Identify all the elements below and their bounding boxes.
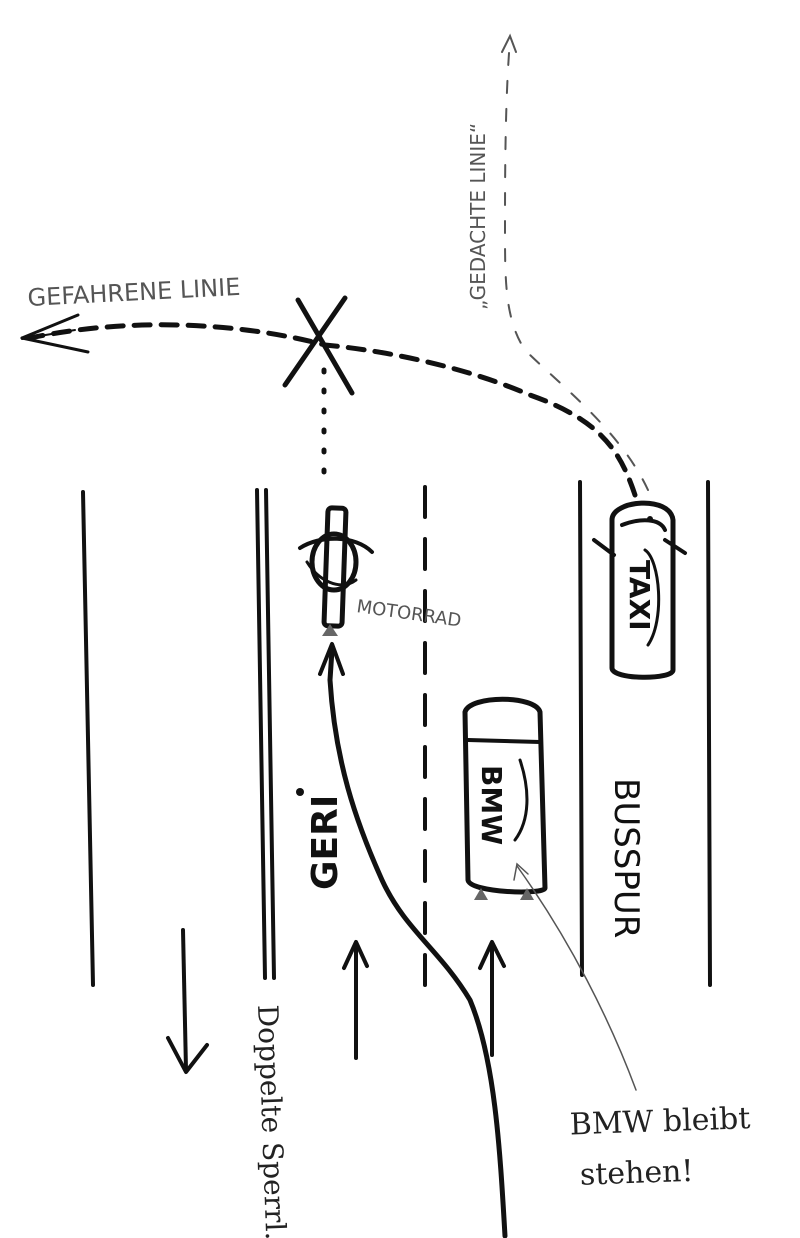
- double-line-left: [255, 488, 267, 980]
- down-arrow: [166, 928, 209, 1074]
- bus-lane-line: [578, 480, 584, 977]
- bmw-note-pointer: [516, 865, 637, 1091]
- geri-path: [318, 642, 508, 1238]
- up-arrow-right-lane: [478, 940, 506, 1057]
- double-line-right: [264, 488, 276, 980]
- bmw-vehicle: [462, 696, 548, 900]
- imagined-line-curve: [504, 39, 649, 491]
- geri-path-arrowhead: [318, 642, 345, 676]
- direction-arrows: [166, 928, 506, 1074]
- geri-dot: [296, 788, 304, 796]
- doppelte-sperrlinie-label: Doppelte Sperrl.: [251, 1004, 292, 1238]
- driven-line: [20, 313, 638, 498]
- lane-markings: [81, 480, 712, 987]
- geri-path-line: [327, 647, 508, 1238]
- bmw-label: BMW: [475, 765, 508, 845]
- geri-label: GERI: [305, 795, 346, 890]
- motorrad-label: MOTORRAD: [355, 596, 462, 631]
- driven-line-arrowhead: [20, 313, 90, 354]
- collision-x-mark: [282, 295, 355, 396]
- bmw-note-line1: BMW bleibt: [569, 1101, 751, 1142]
- driven-line-curve: [27, 322, 638, 498]
- imagined-line: [501, 33, 649, 491]
- taxi-label: TAXI: [623, 560, 656, 631]
- up-arrow-left-lane: [342, 940, 369, 1060]
- gedachte-linie-label: „GEDACHTE LINIE“: [466, 123, 490, 310]
- gefahrene-linie-label: GEFAHRENE LINIE: [27, 273, 241, 312]
- right-edge-line: [706, 480, 712, 987]
- motorcycle: [298, 505, 374, 636]
- taxi-vehicle: [592, 500, 687, 680]
- bmw-note-line2: stehen!: [579, 1154, 694, 1193]
- left-edge-line: [81, 490, 95, 987]
- busspur-label: BUSSPUR: [606, 778, 646, 938]
